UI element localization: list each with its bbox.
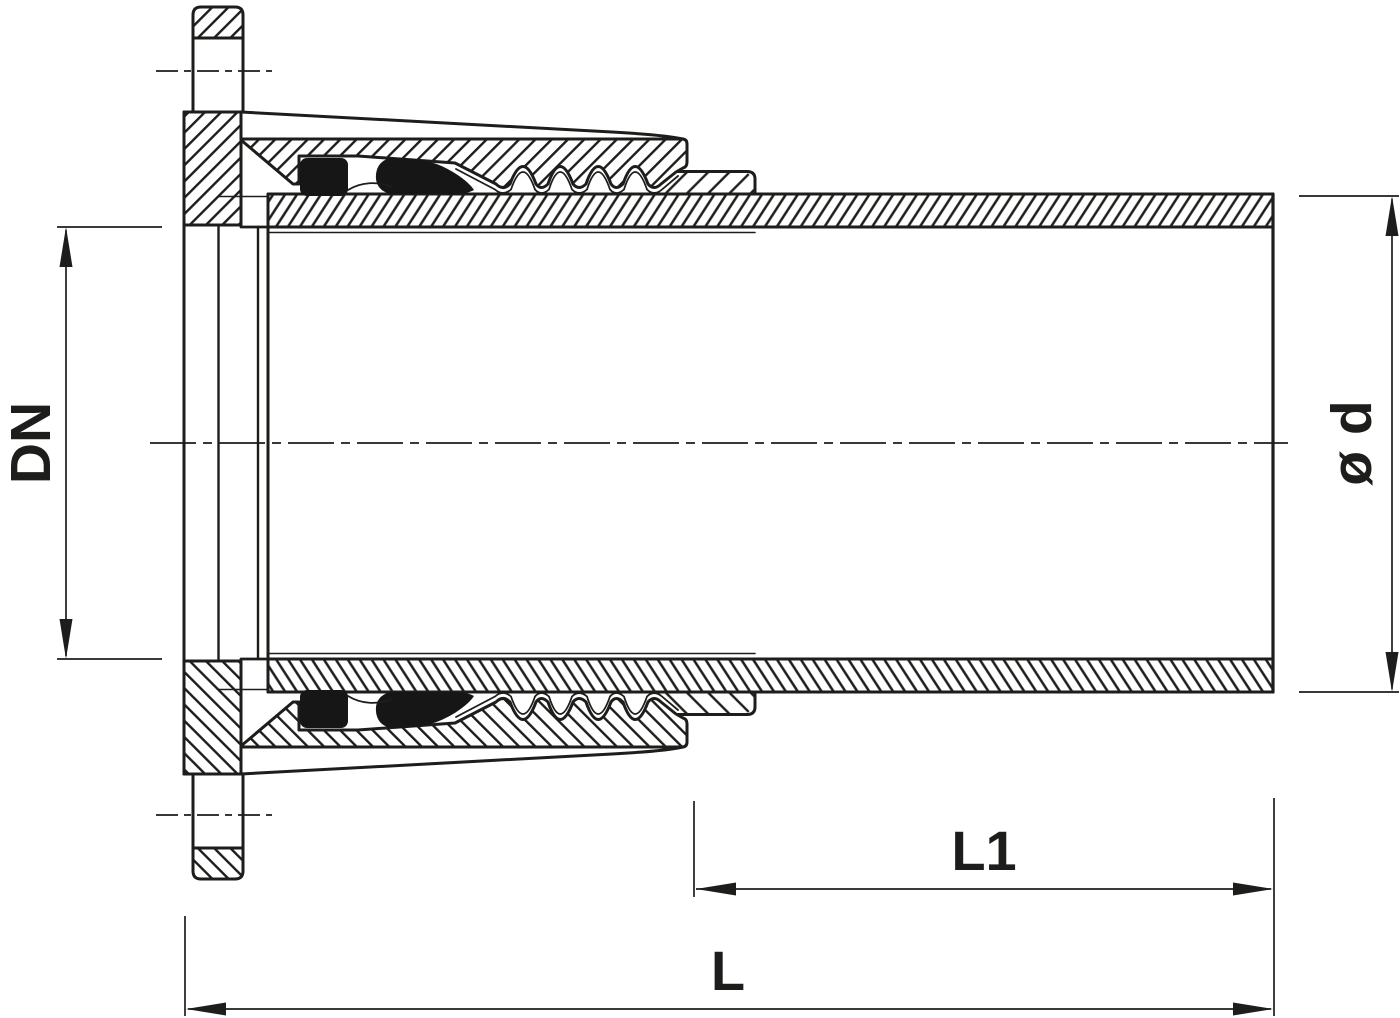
l-arrow-left bbox=[186, 1002, 226, 1016]
clamp-collar-outline bbox=[676, 170, 757, 196]
seal-lip-line bbox=[347, 182, 393, 191]
dn-arrow-down bbox=[59, 619, 73, 659]
l1-arrow-right bbox=[1233, 882, 1273, 896]
l1-arrow-left bbox=[696, 882, 736, 896]
clamp-collar-hatch bbox=[661, 172, 754, 194]
socket-outer-contour bbox=[239, 110, 685, 141]
dimension-dn bbox=[57, 226, 162, 660]
dimension-l bbox=[184, 916, 1273, 1016]
l-arrow-right bbox=[1233, 1002, 1273, 1016]
label-od: ø d bbox=[1320, 400, 1384, 485]
od-arrow-up bbox=[1385, 196, 1399, 236]
label-l: L bbox=[711, 939, 745, 1002]
label-dn: DN bbox=[0, 402, 63, 484]
od-arrow-down bbox=[1385, 652, 1399, 692]
lip-seal bbox=[375, 158, 474, 194]
dimension-od bbox=[1299, 195, 1399, 693]
label-l1: L1 bbox=[951, 819, 1016, 882]
pipe-wall-section bbox=[266, 192, 1275, 229]
flange-bolt-cap bbox=[191, 5, 245, 40]
dn-arrow-up bbox=[59, 227, 73, 267]
upper-half-section bbox=[156, 5, 1275, 234]
lower-half-section bbox=[154, 652, 1275, 881]
seal-gasket bbox=[300, 158, 348, 196]
flange-plate-section bbox=[182, 110, 243, 227]
socket-wall-section bbox=[239, 137, 689, 189]
dimension-l1 bbox=[693, 798, 1275, 1016]
dimensions bbox=[57, 195, 1399, 1016]
